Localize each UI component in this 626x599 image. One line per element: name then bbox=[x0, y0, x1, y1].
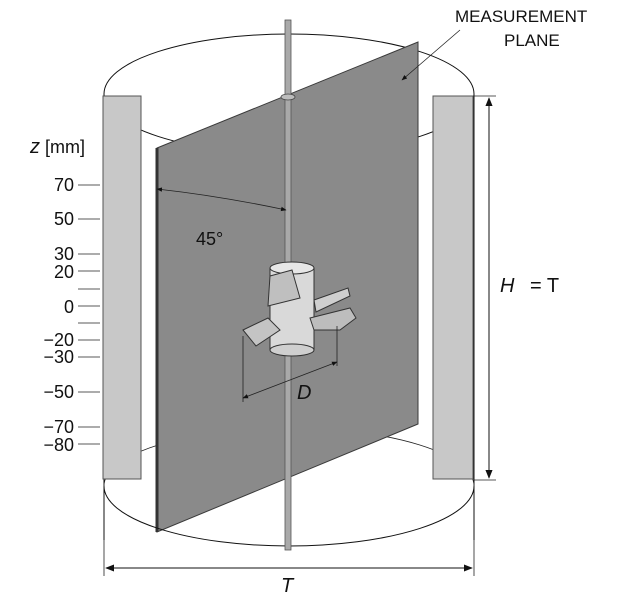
z-axis-unit: [mm] bbox=[45, 137, 85, 157]
impeller-blade-left bbox=[242, 317, 281, 347]
shaft-collar bbox=[280, 93, 296, 101]
z-tick-label: −70 bbox=[43, 417, 74, 437]
z-tick-label: 0 bbox=[64, 297, 74, 317]
impeller-blade-back bbox=[267, 269, 301, 307]
h-equals-label: = T bbox=[530, 275, 559, 297]
baffle-right bbox=[432, 95, 474, 480]
z-axis-label: z bbox=[29, 136, 40, 158]
d-label: D bbox=[297, 382, 311, 404]
z-tick-label: −50 bbox=[43, 382, 74, 402]
z-tick-label: 20 bbox=[54, 262, 74, 282]
d-dimension-line bbox=[242, 361, 338, 399]
measurement-plane-leader bbox=[401, 29, 461, 81]
z-tick-label: 50 bbox=[54, 209, 74, 229]
measurement-plane-label-line2: PLANE bbox=[504, 31, 560, 50]
angle-label: 45° bbox=[196, 229, 223, 249]
impeller-blade-right bbox=[313, 287, 351, 313]
angle-arc bbox=[156, 187, 287, 212]
z-tick-label: −80 bbox=[43, 435, 74, 455]
impeller-blade-right-low bbox=[309, 307, 357, 331]
z-tick-label: 30 bbox=[54, 244, 74, 264]
impeller-hub-bottom bbox=[269, 343, 315, 357]
baffle-left bbox=[102, 95, 142, 480]
h-label: H bbox=[500, 275, 515, 297]
z-tick-group: 70 50 30 20 0 −20 −30 −50 −70 −80 bbox=[43, 175, 100, 455]
z-tick-label: −30 bbox=[43, 347, 74, 367]
z-tick-label: −20 bbox=[43, 330, 74, 350]
measurement-plane-label-line1: MEASUREMENT bbox=[455, 7, 587, 26]
t-label: T bbox=[281, 575, 295, 597]
z-tick-label: 70 bbox=[54, 175, 74, 195]
